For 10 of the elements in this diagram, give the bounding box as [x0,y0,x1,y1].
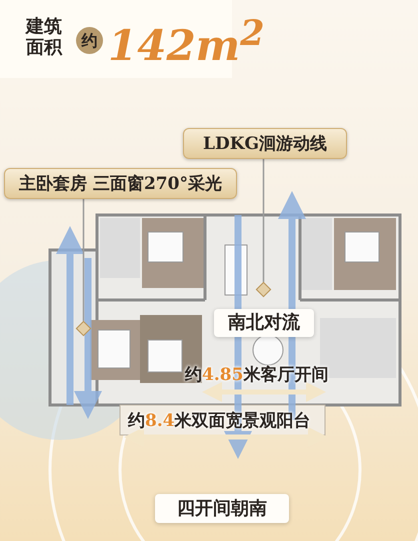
leader-line [82,199,84,321]
area-heading: 建筑面积 [26,16,64,58]
callout-label: LDKG洄游动线 [183,128,347,159]
feature-label: 南北对流 [214,309,314,337]
orientation-label: 四开间朝南 [155,494,289,523]
area-value: 142m$^{2}$ [108,12,264,72]
dimension-label: 约8.4米双面宽景观阳台 [128,410,311,432]
callout-label: 主卧套房 三面窗270°采光 [4,168,237,199]
dimension-label: 约4.85米客厅开间 [185,364,328,386]
leader-line [262,159,264,282]
